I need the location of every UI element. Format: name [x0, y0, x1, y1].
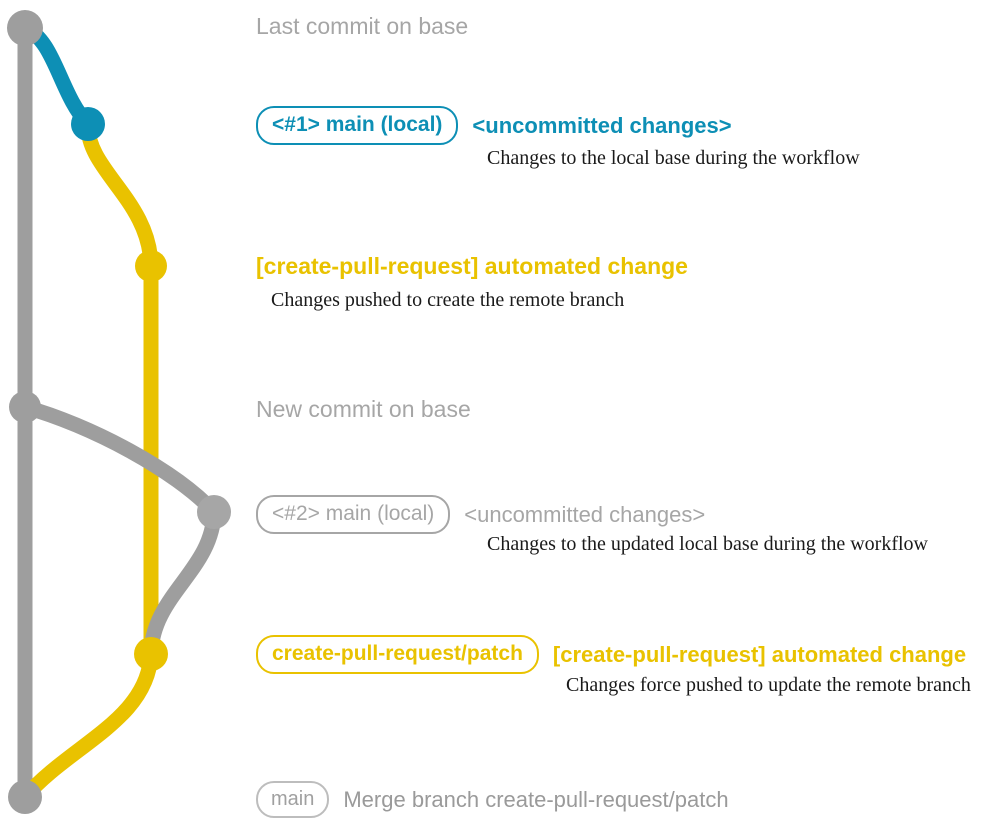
commit-row-merge: main Merge branch create-pull-request/pa…: [256, 781, 729, 818]
ref-badge-main[interactable]: main: [256, 781, 330, 818]
commit-node-remote-2[interactable]: [134, 637, 168, 671]
edge-base-new-to-local-2: [17, 399, 222, 520]
commit-node-base-new[interactable]: [9, 391, 41, 423]
commit-subject-local-2: <uncommitted changes>: [464, 501, 706, 527]
commit-node-local-1[interactable]: [71, 107, 105, 141]
commit-note-remote-1: Changes pushed to create the remote bran…: [271, 289, 625, 311]
commit-row-local-2: <#2> main (local) <uncommitted changes>: [256, 495, 705, 534]
commit-row-local-1: <#1> main (local) <uncommitted changes>: [256, 106, 732, 145]
commit-subject-remote-2: [create-pull-request] automated change: [552, 641, 967, 667]
commit-node-remote-1[interactable]: [135, 250, 167, 282]
commit-note-local-2: Changes to the updated local base during…: [487, 533, 928, 555]
edge-local-2-to-remote-2: [143, 504, 222, 662]
commit-row-remote-2: create-pull-request/patch [create-pull-r…: [256, 635, 966, 674]
commit-subject-merge: Merge branch create-pull-request/patch: [343, 786, 729, 812]
headline-remote-1: [create-pull-request] automated change: [256, 253, 688, 279]
commit-subject-local-1: <uncommitted changes>: [472, 112, 732, 138]
commit-node-local-2[interactable]: [197, 495, 231, 529]
commit-node-base-last[interactable]: [7, 10, 43, 46]
commit-note-local-1: Changes to the local base during the wor…: [487, 147, 860, 169]
ref-badge-remote-2[interactable]: create-pull-request/patch: [256, 635, 539, 674]
commit-note-remote-2: Changes force pushed to update the remot…: [566, 674, 971, 696]
headline-last-commit-on-base: Last commit on base: [256, 13, 469, 39]
commit-node-base-merge[interactable]: [8, 780, 42, 814]
ref-badge-local-2[interactable]: <#2> main (local): [256, 495, 451, 534]
edge-remote-2-to-merge: [17, 646, 159, 805]
ref-badge-local-1[interactable]: <#1> main (local): [256, 106, 459, 145]
headline-new-commit-on-base: New commit on base: [256, 396, 471, 422]
